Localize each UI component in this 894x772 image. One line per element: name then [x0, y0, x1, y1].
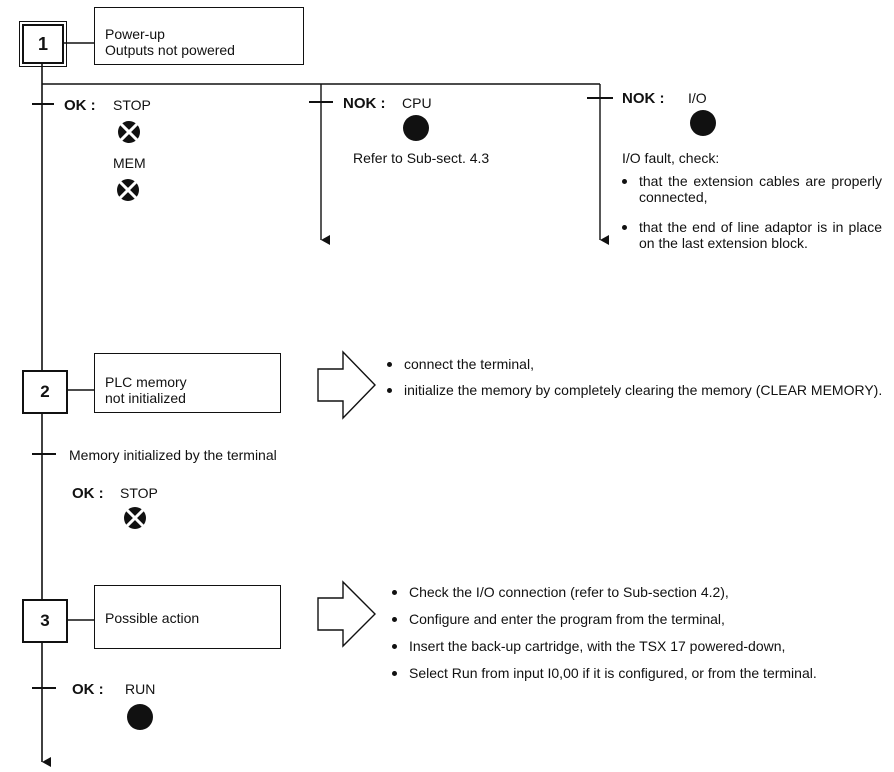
step-3-number: 3 [22, 599, 68, 643]
io-fault-heading: I/O fault, check: [622, 150, 720, 166]
ok-label-step3: OK : [72, 681, 104, 698]
stop-led-blinking-icon [118, 121, 140, 143]
run-led-label: RUN [125, 681, 156, 697]
step-1-box: Power-up Outputs not powered [94, 7, 304, 65]
io-led-label: I/O [688, 90, 707, 106]
step-2-number: 2 [22, 370, 68, 414]
step-1-line2: Outputs not powered [105, 42, 235, 58]
step-1-number: 1 [19, 21, 67, 67]
nok-io-label: NOK : [622, 90, 665, 107]
cpu-note: Refer to Sub-sect. 4.3 [353, 150, 490, 166]
cpu-led-label: CPU [402, 95, 432, 111]
step-3-box: Possible action [94, 585, 281, 649]
step-2-box: PLC memory not initialized [94, 353, 281, 413]
step-1-line1: Power-up [105, 26, 165, 42]
mem-led-label: MEM [113, 155, 146, 171]
nok-cpu-label: NOK : [343, 95, 386, 112]
ok-label-step2: OK : [72, 485, 104, 502]
stop-led-label-step2: STOP [120, 485, 158, 501]
step-2-line1: PLC memory [105, 374, 187, 390]
run-led-on-icon [127, 704, 153, 730]
io-led-on-icon [690, 110, 716, 136]
stop-led-label: STOP [113, 97, 151, 113]
stop-led-blinking-icon-step2 [124, 507, 146, 529]
memory-init-transition: Memory initialized by the terminal [69, 447, 277, 463]
step2-action-arrow [317, 350, 376, 420]
step3-action-arrow [317, 580, 376, 648]
step-2-line2: not initialized [105, 390, 186, 406]
mem-led-blinking-icon [117, 179, 139, 201]
cpu-led-on-icon [403, 115, 429, 141]
ok-label: OK : [64, 97, 96, 114]
step-3-text: Possible action [105, 610, 200, 626]
